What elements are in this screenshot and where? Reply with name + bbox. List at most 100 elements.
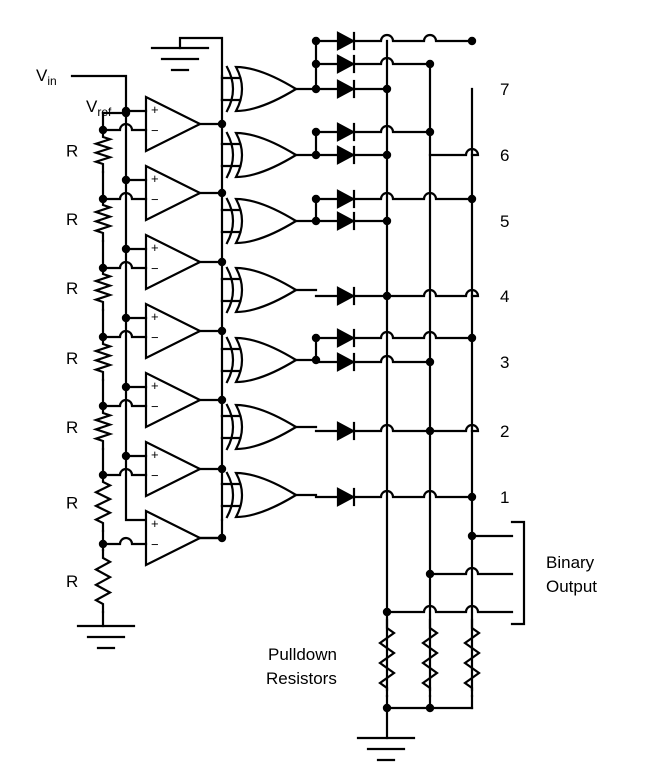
vin-bus-wire xyxy=(70,74,148,522)
comparator-triangle xyxy=(144,440,203,498)
comparator-triangle xyxy=(144,164,203,222)
comparator-triangle xyxy=(144,302,203,360)
output-number-label: 6 xyxy=(500,146,509,165)
top-ground-symbol xyxy=(150,36,224,78)
minus-input-wire xyxy=(101,398,148,408)
minus-input-wire xyxy=(101,122,148,132)
minus-input-wire xyxy=(101,191,148,201)
diode-triangle xyxy=(336,211,356,231)
ladder-ground-symbol xyxy=(76,624,136,650)
output-number-label: 5 xyxy=(500,212,509,231)
minus-sign: − xyxy=(151,399,159,414)
diode xyxy=(336,286,356,306)
bus-junction-dot xyxy=(382,150,392,160)
resistor-label: R xyxy=(66,349,78,368)
minus-input-wire xyxy=(101,536,148,546)
diode xyxy=(336,211,356,231)
comparator: +− xyxy=(98,164,227,222)
diode xyxy=(336,189,356,209)
ladder-resistor xyxy=(92,334,114,382)
pulldown-label-line2: Resistors xyxy=(266,669,337,688)
bus-output-dot xyxy=(425,569,435,579)
diode xyxy=(336,352,356,372)
diode-output-wire xyxy=(352,489,474,499)
encoder-row xyxy=(294,189,477,231)
pulldown-resistor xyxy=(378,618,396,698)
diode xyxy=(336,421,356,441)
xor-gate xyxy=(220,131,299,179)
vin-junction-dot xyxy=(121,106,131,116)
bus-junction-dot xyxy=(467,194,477,204)
plus-sign: + xyxy=(151,171,159,186)
fanout-dot xyxy=(311,333,321,343)
vin-junction-dot xyxy=(121,175,131,185)
pulldown-label-line1: Pulldown xyxy=(268,645,337,664)
diode-output-wire xyxy=(352,330,474,340)
xor-body xyxy=(234,471,299,519)
bus-junction-dot xyxy=(425,59,435,69)
row-output-wire xyxy=(428,147,480,157)
bus-junction-dot xyxy=(382,216,392,226)
diode-triangle xyxy=(336,286,356,306)
diode-triangle xyxy=(336,352,356,372)
diode xyxy=(336,122,356,142)
vin-junction-dot xyxy=(121,313,131,323)
bus-junction-dot xyxy=(382,84,392,94)
plus-sign: + xyxy=(151,447,159,462)
xor-body xyxy=(234,266,299,314)
plus-sign: + xyxy=(151,378,159,393)
resistor-label: R xyxy=(66,494,78,513)
comparator-triangle xyxy=(144,371,203,429)
fanout-dot xyxy=(311,36,321,46)
encoder-row xyxy=(294,122,480,165)
diode-triangle xyxy=(336,31,356,51)
ladder-resistor xyxy=(93,472,113,533)
xor-input-curve xyxy=(225,131,235,179)
ladder-node-dot xyxy=(98,539,108,549)
diode-triangle xyxy=(336,145,356,165)
xor-body xyxy=(234,403,299,451)
minus-sign: − xyxy=(151,468,159,483)
diode-encoder xyxy=(294,31,514,692)
diode-output-wire xyxy=(352,354,432,364)
resistor-label: R xyxy=(66,279,78,298)
xor-body xyxy=(234,336,299,384)
binary-output-wire xyxy=(385,604,514,614)
resistor-label: R xyxy=(66,210,78,229)
vref-label: Vref xyxy=(86,97,112,119)
bus-output-dot xyxy=(382,607,392,617)
comparator-triangle xyxy=(144,509,203,567)
diode-output-wire xyxy=(352,423,432,433)
last-comparator-output xyxy=(198,518,224,540)
binary-output-wire xyxy=(428,566,514,576)
diode xyxy=(336,54,356,74)
xor-gate xyxy=(220,336,299,384)
diode-triangle xyxy=(336,328,356,348)
pulldown-ground-symbol xyxy=(356,736,416,762)
comparator-bank: +−+−+−+−+−+−+− xyxy=(98,95,227,567)
diode-triangle xyxy=(336,421,356,441)
xor-body xyxy=(234,65,299,113)
output-number-label: 3 xyxy=(500,353,509,372)
diode xyxy=(336,145,356,165)
diode-output-wire xyxy=(352,33,474,43)
ladder-node-dot xyxy=(98,125,108,135)
xor-gate xyxy=(220,403,299,451)
xor-gate xyxy=(220,266,299,314)
diode-triangle xyxy=(336,79,356,99)
plus-sign: + xyxy=(151,309,159,324)
diode xyxy=(336,79,356,99)
comparator: +− xyxy=(98,371,227,429)
diode-triangle xyxy=(336,122,356,142)
bus-junction-dot xyxy=(467,36,477,46)
ladder-node-dot xyxy=(98,194,108,204)
vin-junction-dot xyxy=(121,451,131,461)
resistor-label: R xyxy=(66,418,78,437)
bus-junction-dot xyxy=(425,127,435,137)
comparator-triangle xyxy=(144,233,203,291)
plus-sign: + xyxy=(151,240,159,255)
ladder-resistor xyxy=(93,548,113,614)
bus-output-dot xyxy=(467,531,477,541)
xor-gate xyxy=(220,471,299,519)
